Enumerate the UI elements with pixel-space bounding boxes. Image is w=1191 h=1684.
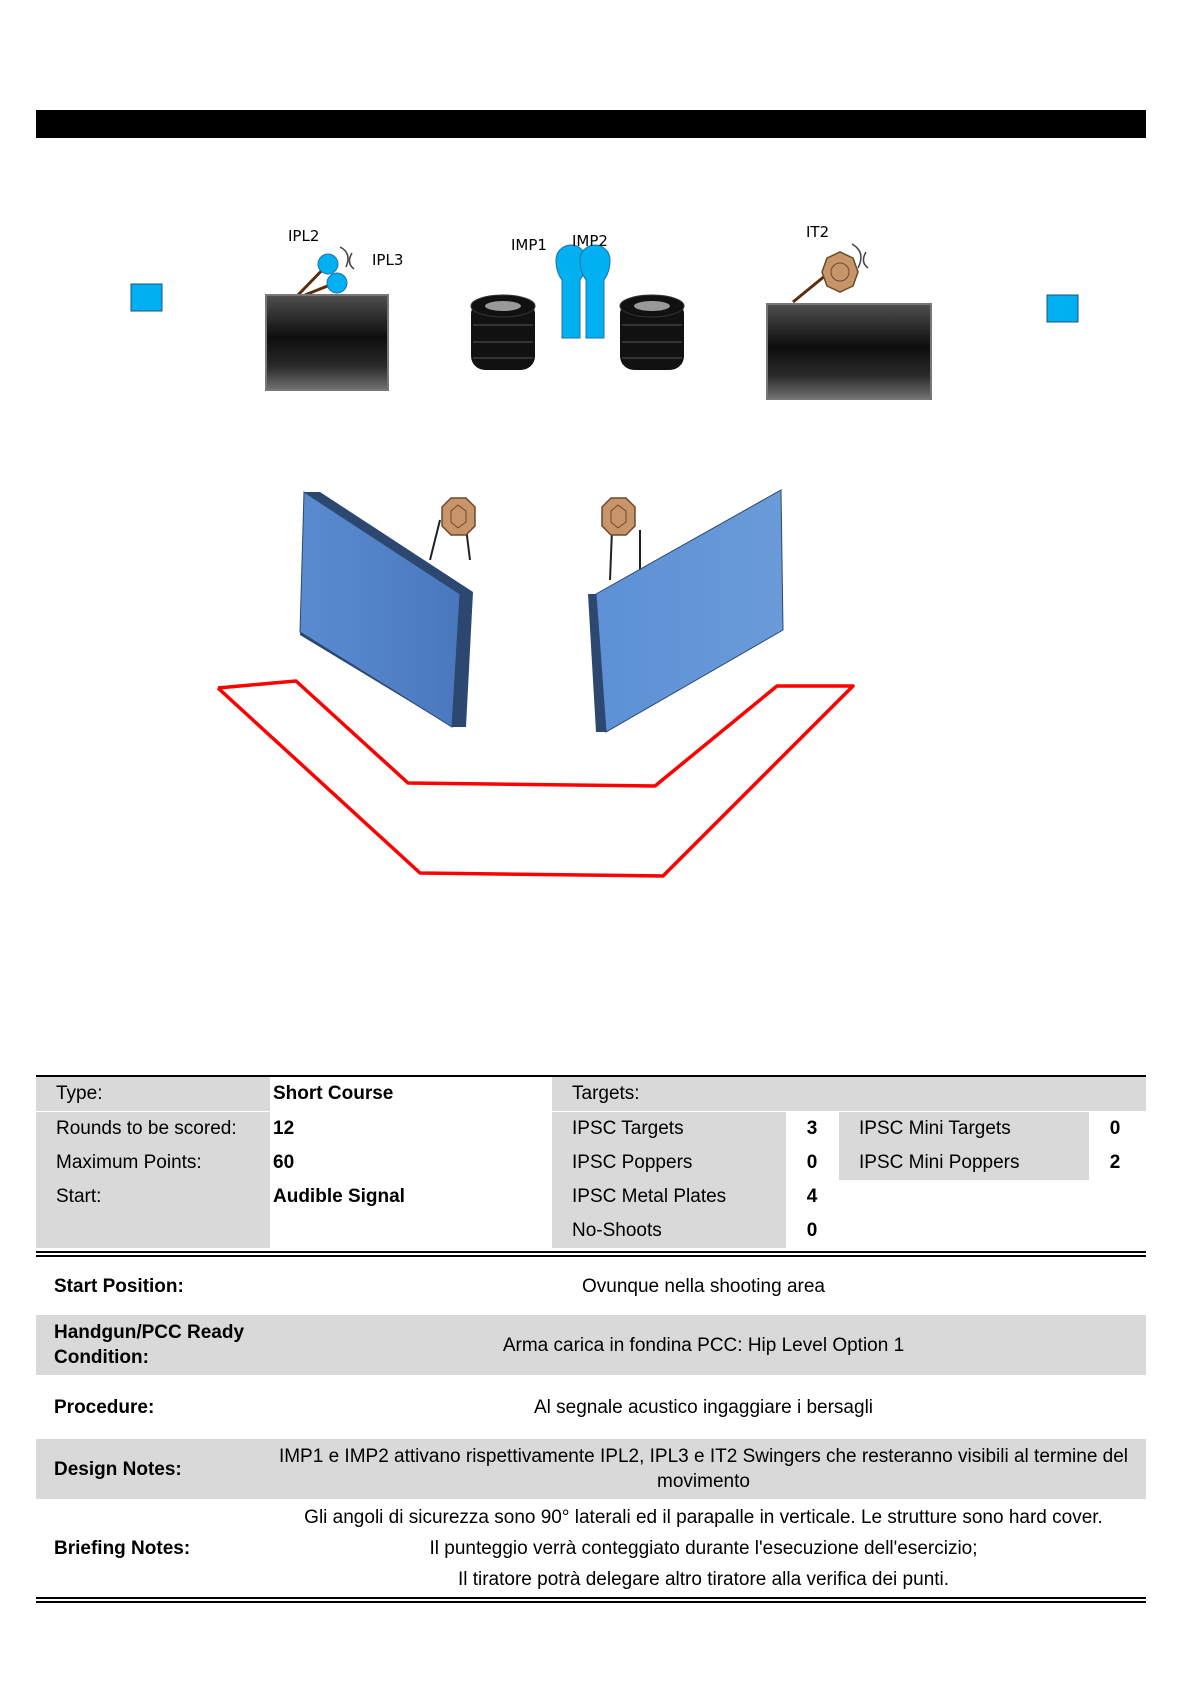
ipl3-plate (326, 272, 348, 294)
mini-poppers-label: IPSC Mini Poppers (839, 1146, 1089, 1180)
right-wall-group (588, 489, 784, 733)
start-position-value: Ovunque nella shooting area (582, 1275, 825, 1297)
right-barrier-group: IT2 (766, 223, 932, 400)
shooting-area-fault-line (216, 679, 855, 878)
no-shoots-value: 0 (806, 1220, 818, 1241)
briefing-notes-line-1: Gli angoli di sicurezza sono 90° lateral… (304, 1506, 1103, 1528)
rounds-label: Rounds to be scored: (36, 1112, 270, 1146)
briefing-notes-line-3: Il tiratore potrà delegare altro tirator… (457, 1568, 950, 1590)
swing-arrow-icon (339, 246, 349, 268)
briefing-notes-line-2: Il punteggio verrà conteggiato durante l… (429, 1537, 978, 1559)
empty-label-cell (36, 1214, 270, 1248)
stage-diagram: IPL2 IPL3 IMP1 IMP2 IT2 (130, 223, 1079, 878)
procedure-label: Procedure: (54, 1396, 155, 1418)
briefing-notes-row: Briefing Notes: Gli angoli di sicurezza … (36, 1501, 1146, 1595)
start-position-label: Start Position: (54, 1275, 184, 1297)
ipl2-label: IPL2 (288, 227, 319, 245)
points-label: Maximum Points: (36, 1146, 270, 1180)
points-value: 60 (273, 1152, 295, 1173)
ipl3-label: IPL3 (372, 251, 403, 269)
no-shoots-label: No-Shoots (552, 1214, 786, 1248)
right-wall (595, 489, 784, 733)
tire-stack-right (619, 294, 685, 370)
left-barrier-group: IPL2 IPL3 (265, 227, 403, 391)
start-value: Audible Signal (273, 1186, 405, 1207)
right-barrier (766, 303, 932, 400)
left-marker-square (130, 283, 163, 312)
ready-condition-value: Arma carica in fondina PCC: Hip Level Op… (502, 1334, 905, 1356)
tire-stack-left (470, 294, 536, 370)
mini-targets-label: IPSC Mini Targets (839, 1112, 1089, 1146)
briefing-notes-label: Briefing Notes: (54, 1537, 191, 1559)
start-position-row: Start Position: Ovunque nella shooting a… (36, 1259, 1146, 1313)
left-wall-group (299, 491, 476, 728)
rounds-value: 12 (273, 1118, 295, 1139)
right-ipsc-target (601, 497, 636, 536)
mini-targets-value: 0 (1109, 1118, 1121, 1139)
ipsc-metal-plates-label: IPSC Metal Plates (552, 1180, 786, 1214)
ipsc-metal-plates-value: 4 (806, 1186, 818, 1207)
it2-label: IT2 (806, 223, 829, 241)
left-barrier (265, 294, 389, 391)
header-bar (36, 110, 1146, 138)
type-label: Type: (36, 1077, 270, 1111)
left-wall (299, 491, 461, 728)
briefing-notes-value: Gli angoli di sicurezza sono 90° lateral… (271, 1502, 1146, 1595)
start-label: Start: (36, 1180, 270, 1214)
imp1-label: IMP1 (511, 236, 547, 254)
ready-condition-row: Handgun/PCC Ready Condition: Arma carica… (36, 1315, 1146, 1375)
ipsc-poppers-value: 0 (806, 1152, 818, 1173)
procedure-row: Procedure: Al segnale acustico ingaggiar… (36, 1377, 1146, 1437)
design-notes-value: IMP1 e IMP2 attivano rispettivamente IPL… (278, 1446, 1129, 1492)
design-notes-row: Design Notes: IMP1 e IMP2 attivano rispe… (36, 1439, 1146, 1499)
imp2-popper (579, 244, 611, 339)
procedure-value: Al segnale acustico ingaggiare i bersagl… (533, 1396, 874, 1418)
mini-poppers-value: 2 (1109, 1152, 1121, 1173)
right-marker-square (1046, 294, 1079, 323)
ipsc-targets-value: 3 (806, 1118, 818, 1139)
imp2-label: IMP2 (572, 232, 608, 250)
design-notes-label: Design Notes: (54, 1458, 182, 1480)
left-ipsc-target (441, 497, 476, 536)
it2-target (821, 251, 859, 293)
ipsc-targets-label: IPSC Targets (552, 1112, 786, 1146)
swing-arrow-icon-2 (851, 243, 862, 269)
ipl2-plate (317, 253, 339, 275)
type-value: Short Course (273, 1083, 394, 1104)
ready-condition-label: Handgun/PCC Ready Condition: (54, 1322, 245, 1368)
targets-label: Targets: (552, 1077, 1146, 1111)
ipsc-poppers-label: IPSC Poppers (552, 1146, 786, 1180)
